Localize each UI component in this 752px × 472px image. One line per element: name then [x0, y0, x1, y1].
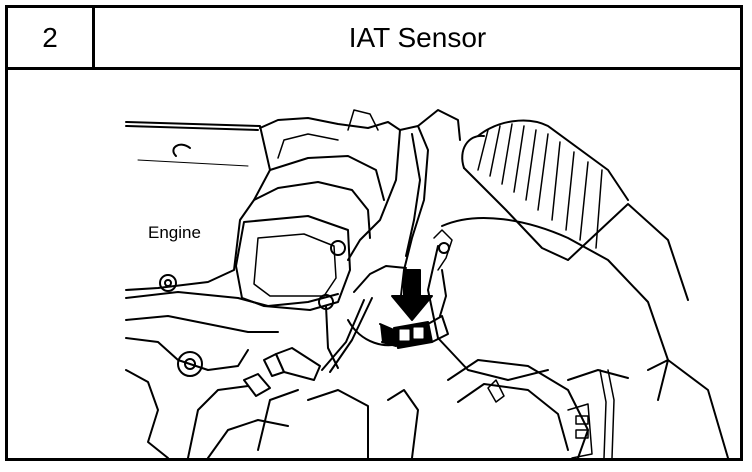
engine-label: Engine — [148, 223, 201, 242]
page-title: IAT Sensor — [348, 21, 487, 53]
engine-bay-illustration: Engine — [125, 109, 729, 458]
sensor-wire — [263, 297, 373, 381]
engine-block — [125, 121, 339, 458]
iat-sensor-connector — [379, 229, 453, 349]
lower-components — [207, 359, 729, 458]
down-arrow-icon — [391, 269, 433, 321]
procedure-header: 2 IAT Sensor — [8, 8, 740, 70]
throttle-body — [235, 109, 401, 311]
intake-air-duct — [427, 119, 689, 401]
procedure-frame: 2 IAT Sensor — [5, 5, 743, 461]
step-number: 2 — [8, 8, 95, 67]
